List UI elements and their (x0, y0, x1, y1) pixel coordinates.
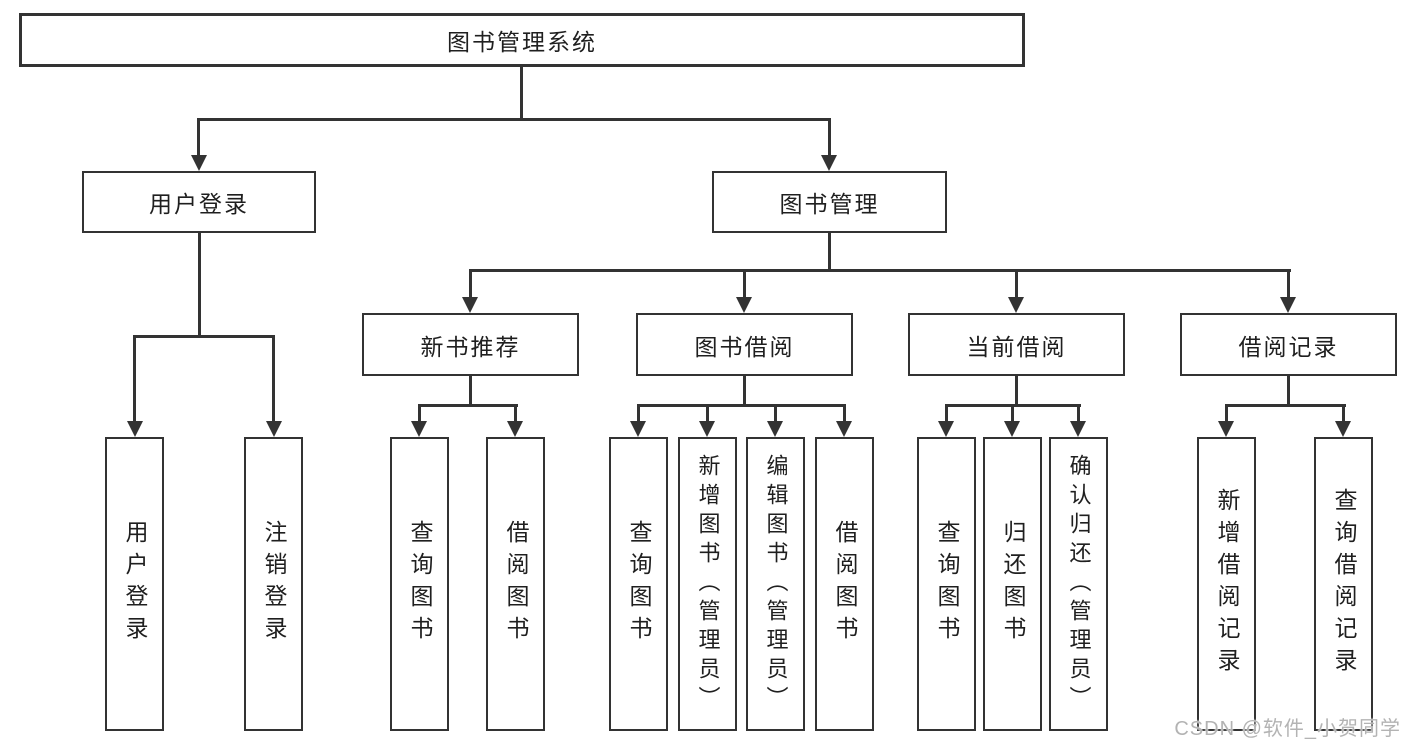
arrowhead-down-icon (507, 421, 523, 437)
arrowhead-down-icon (836, 421, 852, 437)
arrowhead-down-icon (411, 421, 427, 437)
connector-line (1011, 407, 1014, 422)
node-current-borrowing: 当前借阅 (908, 313, 1125, 376)
leaf-borrow-books-2: 借阅图书 (815, 437, 874, 731)
arrowhead-down-icon (767, 421, 783, 437)
connector-line (133, 335, 275, 338)
node-book-management: 图书管理 (712, 171, 947, 233)
node-book-management-label: 图书管理 (779, 191, 880, 217)
connector-line (945, 407, 948, 422)
connector-line (469, 376, 472, 406)
connector-line (1077, 407, 1080, 422)
leaf-user-login: 用户登录 (105, 437, 164, 731)
leaf-logout-label: 注销登录 (261, 520, 287, 648)
leaf-query-books-2: 查询图书 (609, 437, 668, 731)
arrowhead-down-icon (630, 421, 646, 437)
arrowhead-down-icon (821, 155, 837, 171)
arrowhead-down-icon (1008, 297, 1024, 313)
arrowhead-down-icon (1280, 297, 1296, 313)
node-root: 图书管理系统 (19, 13, 1025, 67)
connector-line (828, 233, 831, 271)
arrowhead-down-icon (127, 421, 143, 437)
connector-line (706, 407, 709, 422)
node-new-book-recommend: 新书推荐 (362, 313, 579, 376)
leaf-query-books-2-label: 查询图书 (626, 520, 652, 648)
watermark: CSDN @软件_小贺同学 (1174, 718, 1401, 740)
connector-line (637, 407, 640, 422)
leaf-borrow-books-2-label: 借阅图书 (832, 520, 858, 648)
connector-line (1287, 376, 1290, 406)
connector-line (828, 120, 831, 157)
connector-line (637, 404, 846, 407)
arrowhead-down-icon (1004, 421, 1020, 437)
connector-line (1225, 407, 1228, 422)
leaf-return-books: 归还图书 (983, 437, 1042, 731)
connector-line (743, 376, 746, 406)
leaf-query-books-3-label: 查询图书 (934, 520, 960, 648)
arrowhead-down-icon (462, 297, 478, 313)
leaf-add-borrow-record: 新增借阅记录 (1197, 437, 1256, 731)
arrowhead-down-icon (699, 421, 715, 437)
connector-line (514, 407, 517, 422)
connector-line (197, 120, 200, 157)
connector-line (1225, 404, 1346, 407)
connector-line (133, 338, 136, 422)
leaf-add-borrow-record-label: 新增借阅记录 (1214, 488, 1240, 680)
leaf-confirm-return-admin: 确认归还（管理员） (1049, 437, 1108, 731)
node-user-login: 用户登录 (82, 171, 316, 233)
node-user-login-label: 用户登录 (149, 191, 249, 217)
connector-line (418, 407, 421, 422)
connector-line (774, 407, 777, 422)
connector-line (743, 272, 746, 298)
connector-line (1342, 407, 1345, 422)
arrowhead-down-icon (736, 297, 752, 313)
leaf-confirm-return-admin-label: 确认归还（管理员） (1066, 453, 1092, 715)
leaf-edit-books-admin: 编辑图书（管理员） (746, 437, 805, 731)
leaf-edit-books-admin-label: 编辑图书（管理员） (763, 453, 789, 715)
connector-line (469, 272, 472, 298)
leaf-query-borrow-record-label: 查询借阅记录 (1331, 488, 1357, 680)
node-current-borrowing-label: 当前借阅 (966, 333, 1067, 360)
connector-line (520, 67, 523, 120)
arrowhead-down-icon (1070, 421, 1086, 437)
connector-line (272, 338, 275, 422)
connector-line (945, 404, 1081, 407)
leaf-query-books-3: 查询图书 (917, 437, 976, 731)
connector-line (1287, 272, 1290, 298)
arrowhead-down-icon (191, 155, 207, 171)
arrowhead-down-icon (1335, 421, 1351, 437)
arrowhead-down-icon (1218, 421, 1234, 437)
connector-line (469, 269, 1291, 272)
node-book-borrowing-label: 图书借阅 (694, 333, 795, 360)
connector-line (1015, 376, 1018, 406)
leaf-add-books-admin: 新增图书（管理员） (678, 437, 737, 731)
node-root-label: 图书管理系统 (447, 29, 597, 55)
leaf-borrow-books-1-label: 借阅图书 (503, 520, 529, 648)
leaf-return-books-label: 归还图书 (1000, 520, 1026, 648)
connector-line (843, 407, 846, 422)
connector-line (1015, 272, 1018, 298)
node-new-book-recommend-label: 新书推荐 (420, 333, 521, 360)
connector-line (197, 118, 831, 121)
arrowhead-down-icon (938, 421, 954, 437)
node-borrowing-records-label: 借阅记录 (1238, 333, 1339, 360)
leaf-query-books-1: 查询图书 (390, 437, 449, 731)
leaf-borrow-books-1: 借阅图书 (486, 437, 545, 731)
arrowhead-down-icon (266, 421, 282, 437)
leaf-query-books-1-label: 查询图书 (407, 520, 433, 648)
leaf-user-login-label: 用户登录 (122, 520, 148, 648)
leaf-add-books-admin-label: 新增图书（管理员） (695, 453, 721, 715)
connector-line (198, 233, 201, 336)
leaf-logout: 注销登录 (244, 437, 303, 731)
node-borrowing-records: 借阅记录 (1180, 313, 1397, 376)
node-book-borrowing: 图书借阅 (636, 313, 853, 376)
leaf-query-borrow-record: 查询借阅记录 (1314, 437, 1373, 731)
connector-line (418, 404, 518, 407)
